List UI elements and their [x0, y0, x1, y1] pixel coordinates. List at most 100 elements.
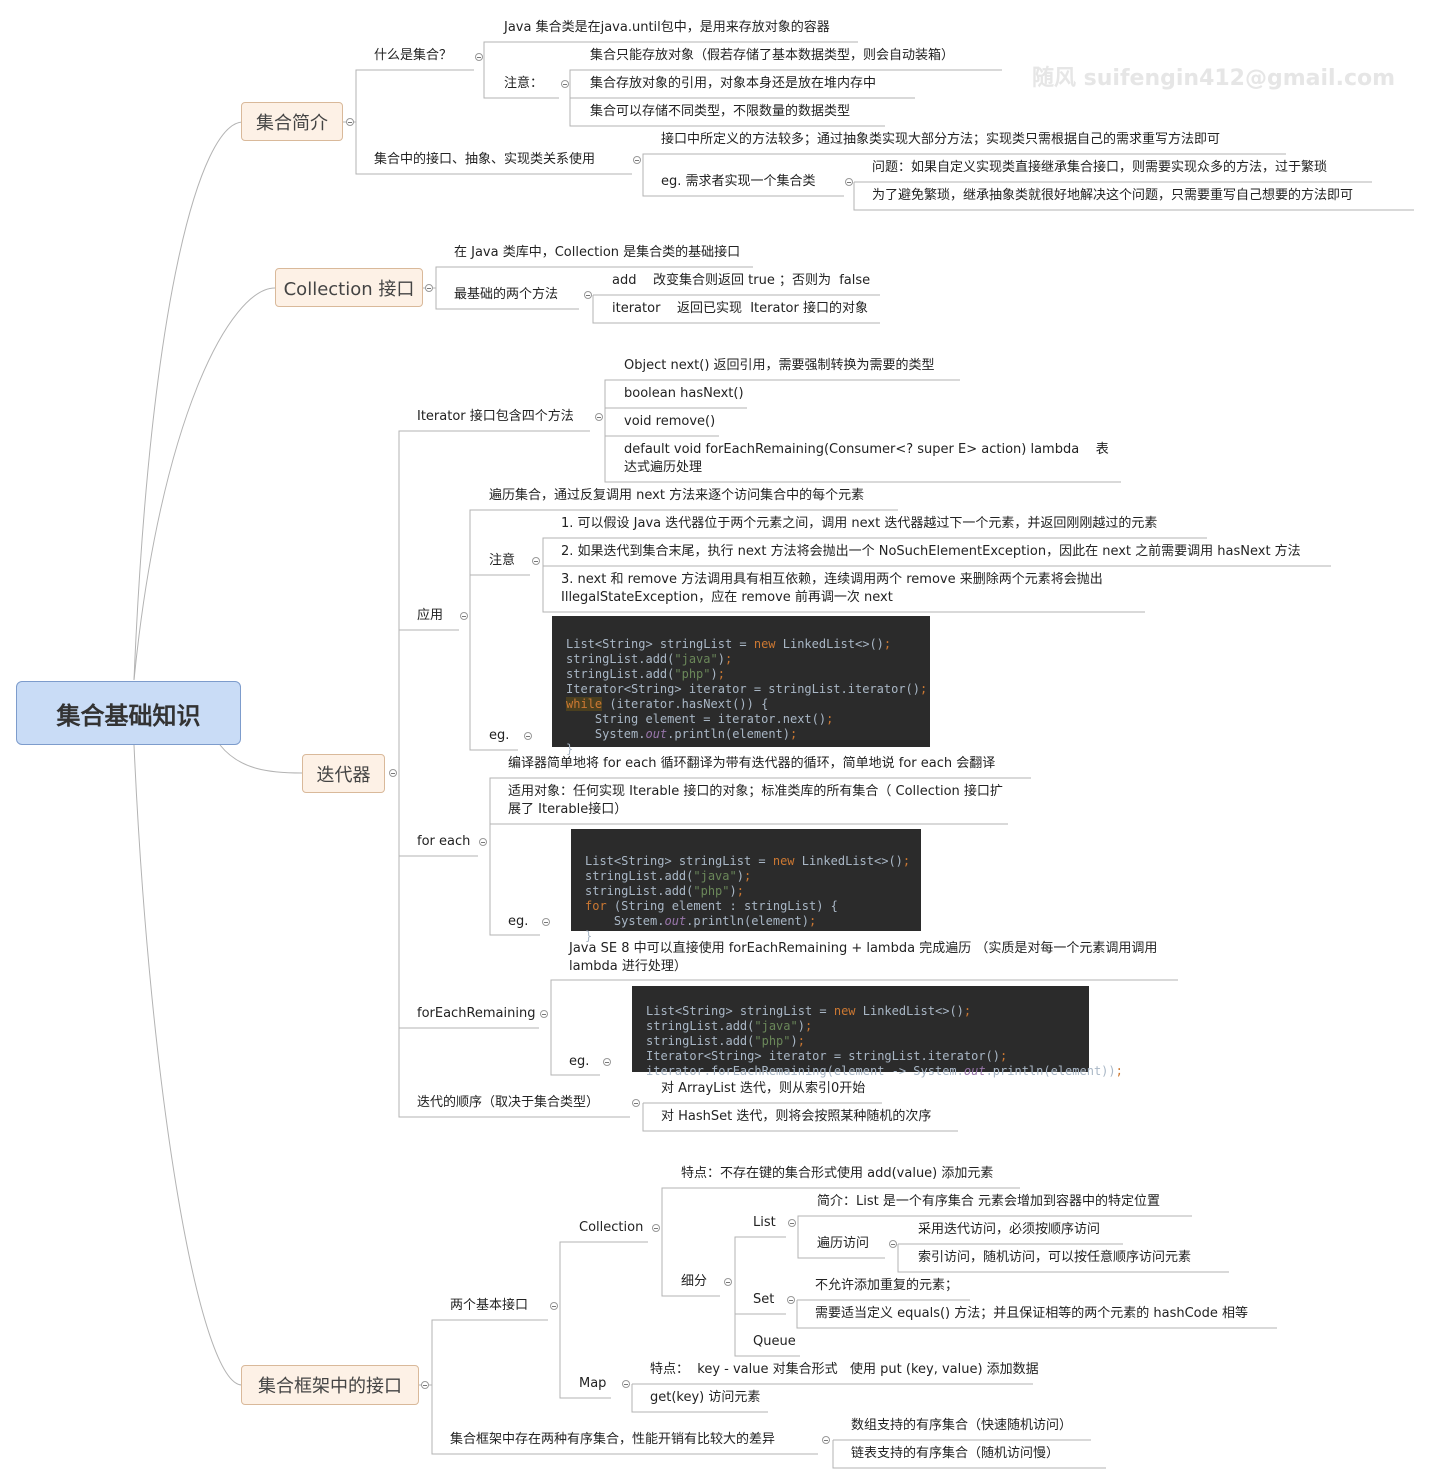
collapse-toggle-icon[interactable]: [550, 1302, 558, 1310]
collapse-toggle-icon[interactable]: [632, 1099, 640, 1107]
node-set-no-dup[interactable]: 不允许添加重复的元素；: [815, 1278, 959, 1293]
collapse-toggle-icon[interactable]: [479, 838, 487, 846]
node-set[interactable]: Set: [753, 1292, 775, 1307]
node-method-add[interactable]: add 改变集合则返回 true ；否则为 false: [612, 273, 871, 288]
collapse-toggle-icon[interactable]: [425, 284, 433, 292]
node-basic-methods[interactable]: 最基础的两个方法: [454, 287, 559, 302]
code-line: List<String> stringList = new LinkedList…: [585, 854, 911, 868]
node-traverse-iter[interactable]: 采用迭代访问，必须按顺序访问: [918, 1222, 1101, 1237]
node-intro-note-1[interactable]: 集合只能存放对象（假若存储了基本数据类型，则会自动装箱）: [590, 48, 955, 63]
node-method-remove[interactable]: void remove(): [624, 414, 716, 429]
node-order-hashset[interactable]: 对 HashSet 迭代，则将会按照某种随机的次序: [661, 1109, 932, 1124]
node-fer-eg[interactable]: eg.: [569, 1054, 590, 1069]
collapse-toggle-icon[interactable]: [787, 1296, 795, 1304]
node-map-get[interactable]: get(key) 访问元素: [650, 1390, 761, 1405]
collapse-toggle-icon[interactable]: [652, 1224, 660, 1232]
node-intro-note-3[interactable]: 集合可以存储不同类型，不限数量的数据类型: [590, 104, 851, 119]
node-use-note-2[interactable]: 2. 如果迭代到集合末尾，执行 next 方法将会抛出一个 NoSuchElem…: [561, 544, 1301, 559]
node-collection-feature[interactable]: 特点：不存在键的集合形式使用 add(value) 添加元素: [681, 1166, 994, 1181]
code-line: List<String> stringList = new LinkedList…: [646, 1004, 972, 1018]
node-use-note-3[interactable]: 3. next 和 remove 方法调用具有相互依赖，连续调用两个 remov…: [561, 572, 1103, 605]
node-foreachremaining[interactable]: forEachRemaining: [417, 1006, 536, 1021]
node-foreach-desc[interactable]: 编译器简单地将 for each 循环翻译为带有迭代器的循环，简单地说 for …: [508, 756, 996, 771]
topic-intro[interactable]: 集合简介: [241, 102, 343, 141]
code-line: String element = iterator.next();: [566, 712, 834, 726]
node-queue[interactable]: Queue: [753, 1334, 796, 1349]
collapse-toggle-icon[interactable]: [724, 1278, 732, 1286]
code-block-for-each: List<String> stringList = new LinkedList…: [571, 829, 921, 943]
node-use-eg[interactable]: eg.: [489, 728, 510, 743]
node-ordered-array[interactable]: 数组支持的有序集合（快速随机访问）: [851, 1418, 1073, 1433]
node-map-feature[interactable]: 特点： key - value 对集合形式 使用 put (key, value…: [650, 1362, 1039, 1377]
node-eg-solution[interactable]: 为了避免繁琐，继承抽象类就很好地解决这个问题，只需要重写自己想要的方法即可: [872, 188, 1354, 203]
node-collection-desc[interactable]: 在 Java 类库中，Collection 是集合类的基础接口: [454, 245, 741, 260]
node-list[interactable]: List: [753, 1215, 776, 1230]
node-foreach-target[interactable]: 适用对象：任何实现 Iterable 接口的对象；标准类库的所有集合（ Coll…: [508, 784, 1003, 817]
node-use-desc[interactable]: 遍历集合，通过反复调用 next 方法来逐个访问集合中的每个元素: [489, 488, 865, 503]
collapse-toggle-icon[interactable]: [822, 1436, 830, 1444]
collapse-toggle-icon[interactable]: [540, 1010, 548, 1018]
code-line: System.out.println(element);: [566, 727, 798, 741]
node-use-note-1[interactable]: 1. 可以假设 Java 迭代器位于两个元素之间，调用 next 迭代器越过下一…: [561, 516, 1158, 531]
node-set-equals[interactable]: 需要适当定义 equals() 方法；并且保证相等的两个元素的 hashCode…: [815, 1306, 1249, 1321]
node-ordered-collections[interactable]: 集合框架中存在两种有序集合，性能开销有比较大的差异: [450, 1432, 776, 1447]
collapse-toggle-icon[interactable]: [595, 413, 603, 421]
collapse-toggle-icon[interactable]: [532, 557, 540, 565]
topic-framework[interactable]: 集合框架中的接口: [241, 1365, 419, 1405]
node-method-hasnext[interactable]: boolean hasNext(): [624, 386, 744, 401]
node-iteration-order[interactable]: 迭代的顺序（取决于集合类型）: [417, 1095, 600, 1110]
node-traverse[interactable]: 遍历访问: [817, 1236, 870, 1251]
collapse-toggle-icon[interactable]: [633, 156, 641, 164]
node-ordered-linked[interactable]: 链表支持的有序集合（随机访问慢）: [851, 1446, 1060, 1461]
collapse-toggle-icon[interactable]: [584, 291, 592, 299]
code-line: stringList.add("php");: [585, 884, 744, 898]
node-what-desc[interactable]: Java 集合类是在java.until包中，是用来存放对象的容器: [504, 20, 830, 35]
code-line: while (iterator.hasNext()) {: [566, 697, 769, 711]
node-use[interactable]: 应用: [417, 608, 444, 623]
node-method-foreachremaining[interactable]: default void forEachRemaining(Consumer<?…: [624, 442, 1109, 475]
root-topic[interactable]: 集合基础知识: [16, 681, 241, 745]
code-line: stringList.add("java");: [585, 869, 752, 883]
node-traverse-index[interactable]: 索引访问，随机访问，可以按任意顺序访问元素: [918, 1250, 1192, 1265]
node-intro-note[interactable]: 注意：: [504, 76, 544, 91]
collapse-toggle-icon[interactable]: [845, 178, 853, 186]
collapse-toggle-icon[interactable]: [603, 1058, 611, 1066]
node-relation-eg[interactable]: eg. 需求者实现一个集合类: [661, 174, 816, 189]
code-line: stringList.add("php");: [646, 1034, 805, 1048]
collapse-toggle-icon[interactable]: [788, 1219, 796, 1227]
node-what-is-collection[interactable]: 什么是集合？: [374, 48, 453, 63]
collapse-toggle-icon[interactable]: [622, 1380, 630, 1388]
node-detail[interactable]: 细分: [681, 1274, 708, 1289]
node-four-methods[interactable]: Iterator 接口包含四个方法: [417, 409, 574, 424]
node-eg-problem[interactable]: 问题：如果自定义实现类直接继承集合接口，则需要实现众多的方法，过于繁琐: [872, 160, 1328, 175]
collapse-toggle-icon[interactable]: [346, 118, 354, 126]
topic-iterator[interactable]: 迭代器: [302, 754, 385, 793]
code-line: }: [585, 929, 593, 943]
node-fw-collection[interactable]: Collection: [579, 1220, 644, 1235]
node-list-intro[interactable]: 简介：List 是一个有序集合 元素会增加到容器中的特定位置: [817, 1194, 1160, 1209]
node-order-arraylist[interactable]: 对 ArrayList 迭代，则从索引0开始: [661, 1081, 866, 1096]
node-fer-desc[interactable]: Java SE 8 中可以直接使用 forEachRemaining + lam…: [569, 941, 1158, 974]
node-foreach[interactable]: for each: [417, 834, 471, 849]
code-line: List<String> stringList = new LinkedList…: [566, 637, 892, 651]
collapse-toggle-icon[interactable]: [421, 1381, 429, 1389]
node-method-iterator[interactable]: iterator 返回已实现 Iterator 接口的对象: [612, 301, 868, 316]
collapse-toggle-icon[interactable]: [475, 53, 483, 61]
collapse-toggle-icon[interactable]: [561, 80, 569, 88]
node-foreach-eg[interactable]: eg.: [508, 914, 529, 929]
code-line: System.out.println(element);: [585, 914, 817, 928]
collapse-toggle-icon[interactable]: [524, 732, 532, 740]
topic-collection[interactable]: Collection 接口: [275, 268, 423, 307]
collapse-toggle-icon[interactable]: [889, 1240, 897, 1248]
code-line: stringList.add("php");: [566, 667, 725, 681]
node-intro-note-2[interactable]: 集合存放对象的引用，对象本身还是放在堆内存中: [590, 76, 877, 91]
node-method-next[interactable]: Object next() 返回引用，需要强制转换为需要的类型: [624, 358, 935, 373]
node-use-note[interactable]: 注意: [489, 553, 516, 568]
node-relation-desc[interactable]: 接口中所定义的方法较多；通过抽象类实现大部分方法；实现类只需根据自己的需求重写方…: [661, 132, 1221, 147]
node-map[interactable]: Map: [579, 1376, 607, 1391]
collapse-toggle-icon[interactable]: [389, 769, 397, 777]
node-relation[interactable]: 集合中的接口、抽象、实现类关系使用: [374, 152, 596, 167]
node-two-interfaces[interactable]: 两个基本接口: [450, 1298, 529, 1313]
collapse-toggle-icon[interactable]: [460, 612, 468, 620]
collapse-toggle-icon[interactable]: [542, 918, 550, 926]
